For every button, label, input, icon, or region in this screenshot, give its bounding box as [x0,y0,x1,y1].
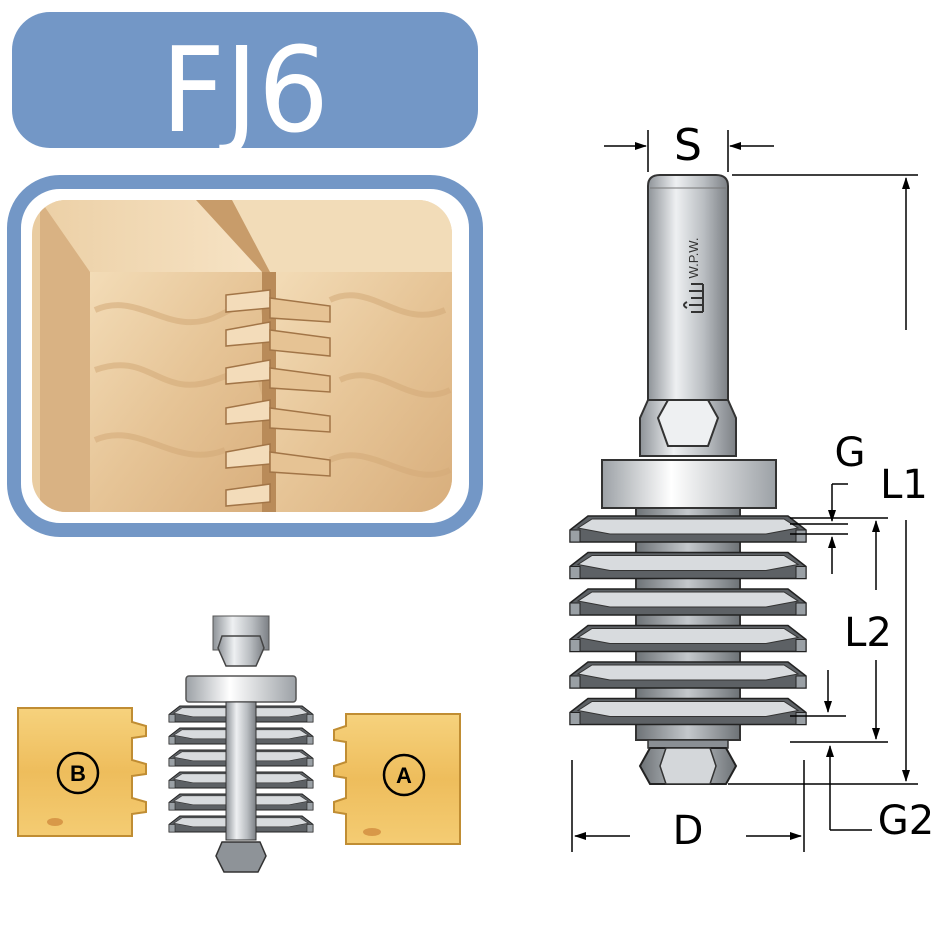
carbide-tip [168,758,176,767]
shank: W.P.W. [647,174,729,401]
workpiece-b [17,707,147,837]
cutter-face [576,555,800,571]
cutter-face [576,518,800,535]
workpiece-b-label: B [56,751,100,795]
cutter-face [576,591,800,608]
label-b: B [70,761,86,786]
neck-hex [639,399,737,457]
cutter-face [576,701,800,717]
carbide-tip [306,736,314,745]
label-l2: L2 [844,610,892,656]
carbide-tip [168,736,176,745]
carbide-tip [569,602,581,616]
carbide-tip [795,566,807,579]
bottom-nut [638,739,738,785]
small-router-bit [168,615,314,873]
carbide-tip [569,712,581,725]
label-a: A [396,763,412,788]
carbide-tip [569,529,581,543]
carbide-tip [306,780,314,789]
carbide-tip [795,712,807,725]
carbide-tip [795,602,807,616]
workpiece-a-label: A [382,753,426,797]
carbide-tip [569,639,581,652]
carbide-tip [569,675,581,689]
carbide-tip [168,714,176,723]
carbide-tip [168,780,176,789]
product-title: FJ6 [161,21,329,159]
wpw-logo-icon [683,283,704,313]
carbide-tip [306,758,314,767]
bearing-ring [601,459,777,509]
dimension-labels: S G L1 L2 D G2 [673,120,935,854]
label-s: S [674,120,702,171]
label-g: G [835,430,866,476]
cutter-face [576,628,800,644]
router-bit-drawing: W.P.W. [569,174,807,785]
label-d: D [673,808,704,854]
carbide-tip [569,566,581,579]
carbide-tip [168,824,176,833]
carbide-tip [306,802,314,811]
carbide-tip [795,639,807,652]
cutter-stack [569,515,807,726]
carbide-tip [306,714,314,723]
title-panel: FJ6 [12,12,478,159]
label-l1: L1 [880,462,928,508]
cutter-face [576,664,800,681]
carbide-tip [168,802,176,811]
finger-teeth [225,289,331,507]
title-background [12,12,478,148]
carbide-tip [795,529,807,543]
label-g2: G2 [878,798,934,844]
usage-diagram: B A [17,615,461,873]
wood-joint-render [32,200,452,512]
joint-illustration-panel [7,175,483,537]
brand-text: W.P.W. [686,238,701,279]
workpiece-a [333,713,461,845]
dimension-annotations [571,130,918,852]
carbide-tip [795,675,807,689]
carbide-tip [306,824,314,833]
